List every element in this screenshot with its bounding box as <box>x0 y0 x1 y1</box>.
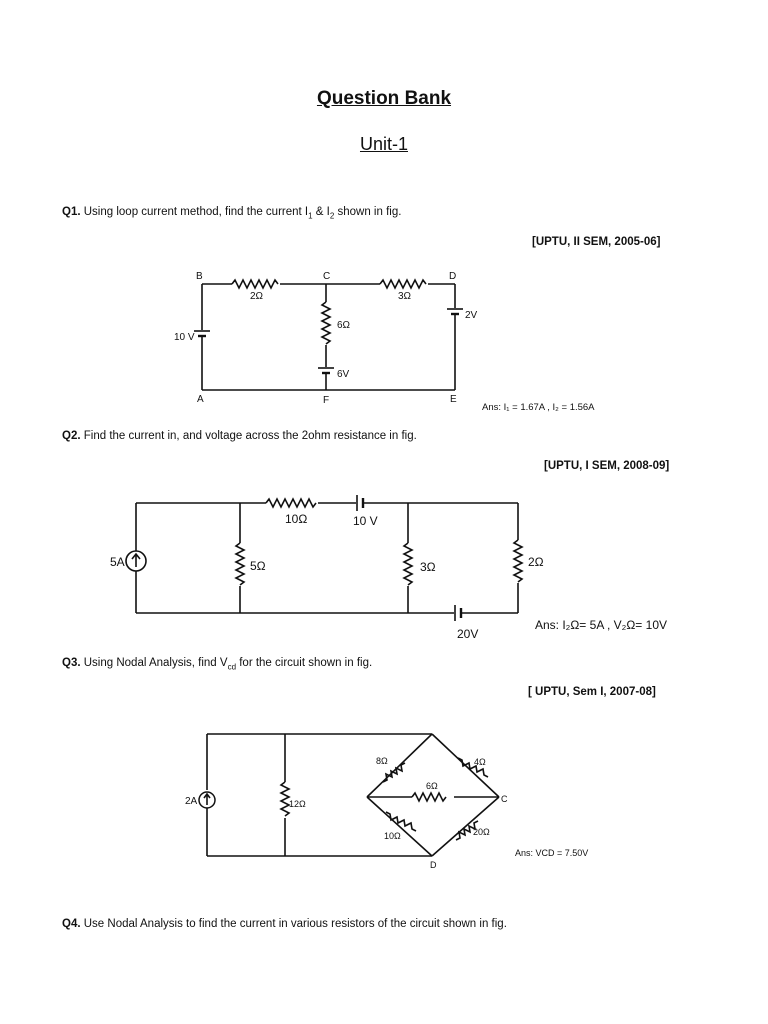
resistor-label: 5Ω <box>250 559 266 573</box>
voltage-label: 20V <box>457 627 478 641</box>
resistor-label: 20Ω <box>473 827 490 837</box>
node-label: D <box>430 860 437 870</box>
voltage-label: 10 V <box>353 514 378 528</box>
question-1: Q1. Using loop current method, find the … <box>62 206 401 220</box>
resistor-cd <box>379 278 427 290</box>
question-2: Q2. Find the current in, and voltage acr… <box>62 430 417 442</box>
unit-heading: Unit-1 <box>359 134 408 154</box>
node-label: E <box>450 394 457 405</box>
resistor-2ohm <box>512 539 524 583</box>
voltage-label: 6V <box>337 369 350 380</box>
resistor-cf <box>320 301 332 345</box>
question-number: Q3. <box>62 657 81 669</box>
resistor-8ohm <box>382 762 406 783</box>
resistor-10ohm <box>385 811 417 832</box>
resistor-label: 12Ω <box>289 799 306 809</box>
circuit-figure-1: B C D A F E 2Ω 3Ω 6Ω 10 V 2V 6V Ans: I₁ … <box>174 271 595 413</box>
resistor-label: 6Ω <box>426 781 438 791</box>
question-text: Find the current in, and voltage across … <box>83 430 417 442</box>
resistor-4ohm <box>457 757 489 778</box>
node-label: C <box>323 271 330 282</box>
question-text: for the circuit shown in fig. <box>236 657 373 669</box>
resistor-label: 3Ω <box>398 291 412 302</box>
resistor-label: 6Ω <box>337 320 351 331</box>
resistor-label: 4Ω <box>474 757 486 767</box>
node-label: C <box>501 794 508 804</box>
resistor-label: 8Ω <box>376 756 388 766</box>
question-number: Q1. <box>62 206 81 218</box>
resistor-bc <box>231 278 279 290</box>
page-title: Question Bank <box>316 88 452 109</box>
source-label: 5A <box>110 555 125 569</box>
question-reference: [UPTU, II SEM, 2005-06] <box>532 236 661 248</box>
circuit-figure-3: 2A 12Ω 8Ω 4Ω 6Ω 10Ω 20Ω C D Ans: VCD = 7… <box>185 733 588 870</box>
question-4: Q4. Use Nodal Analysis to find the curre… <box>62 918 507 930</box>
subscript: 2 <box>329 211 335 221</box>
resistor-3ohm <box>402 542 414 586</box>
subscript: cd <box>227 662 237 672</box>
question-text: Using Nodal Analysis, find V <box>83 657 228 669</box>
node-label: A <box>197 394 204 405</box>
resistor-20ohm <box>455 820 479 841</box>
question-reference: [UPTU, I SEM, 2008-09] <box>544 460 670 472</box>
answer-text: Ans: I₁ = 1.67A , I₂ = 1.56A <box>482 402 595 413</box>
voltage-label: 10 V <box>174 332 195 343</box>
answer-text: Ans: I₂Ω= 5A , V₂Ω= 10V <box>535 618 667 632</box>
source-label: 2A <box>185 796 198 807</box>
resistor-label: 3Ω <box>420 560 436 574</box>
resistor-12ohm <box>279 781 291 817</box>
question-text: Use Nodal Analysis to find the current i… <box>83 918 507 930</box>
resistor-10ohm <box>265 497 317 509</box>
subscript: 1 <box>308 211 313 221</box>
question-number: Q2. <box>62 430 81 442</box>
circuit-figure-2: 5A 10Ω 10 V 5Ω 3Ω 2Ω 20V Ans: I₂Ω= 5A , … <box>110 495 667 641</box>
question-number: Q4. <box>62 918 81 930</box>
resistor-label: 2Ω <box>250 291 264 302</box>
answer-text: Ans: VCD = 7.50V <box>515 848 588 858</box>
resistor-label: 10Ω <box>384 831 401 841</box>
question-text: & I <box>312 206 330 218</box>
voltage-label: 2V <box>465 310 478 321</box>
question-reference: [ UPTU, Sem I, 2007-08] <box>528 686 656 698</box>
node-label: F <box>323 395 329 406</box>
node-label: D <box>449 271 456 282</box>
resistor-label: 10Ω <box>285 512 307 526</box>
question-text: Using loop current method, find the curr… <box>83 206 309 218</box>
question-text: shown in fig. <box>334 206 402 218</box>
node-label: B <box>196 271 203 282</box>
resistor-5ohm <box>234 542 246 586</box>
question-3: Q3. Using Nodal Analysis, find Vcd for t… <box>62 657 372 671</box>
resistor-6ohm <box>411 791 447 803</box>
resistor-label: 2Ω <box>528 555 544 569</box>
